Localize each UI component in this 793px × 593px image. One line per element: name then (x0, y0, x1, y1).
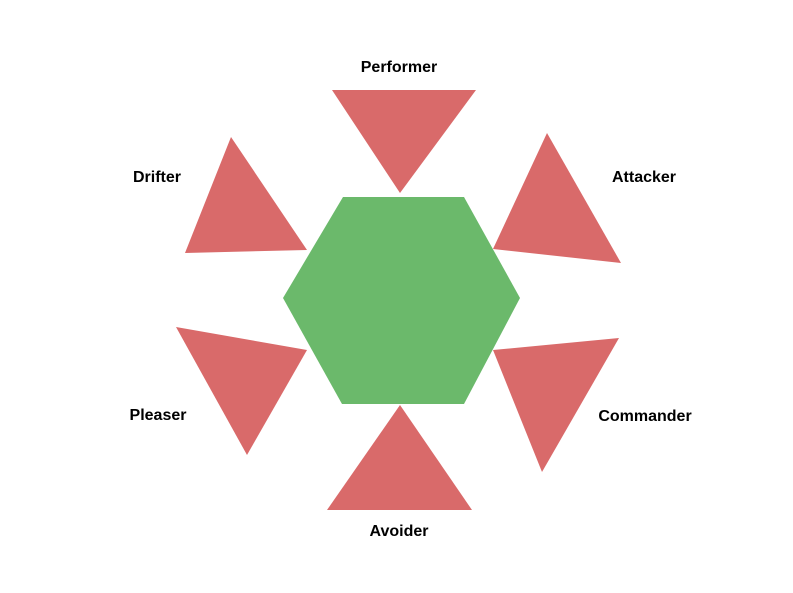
center-hexagon (283, 197, 520, 404)
avoider-triangle (327, 405, 472, 510)
pleaser-triangle (176, 327, 307, 455)
label-drifter: Drifter (132, 169, 182, 186)
label-attacker: Attacker (611, 169, 677, 186)
label-commander: Commander (598, 408, 692, 425)
attacker-triangle (493, 133, 621, 263)
label-pleaser: Pleaser (129, 407, 187, 424)
label-avoider: Avoider (369, 523, 429, 540)
performer-triangle (332, 90, 476, 193)
commander-triangle (493, 338, 619, 472)
drifter-triangle (185, 137, 307, 253)
label-performer: Performer (360, 59, 438, 76)
